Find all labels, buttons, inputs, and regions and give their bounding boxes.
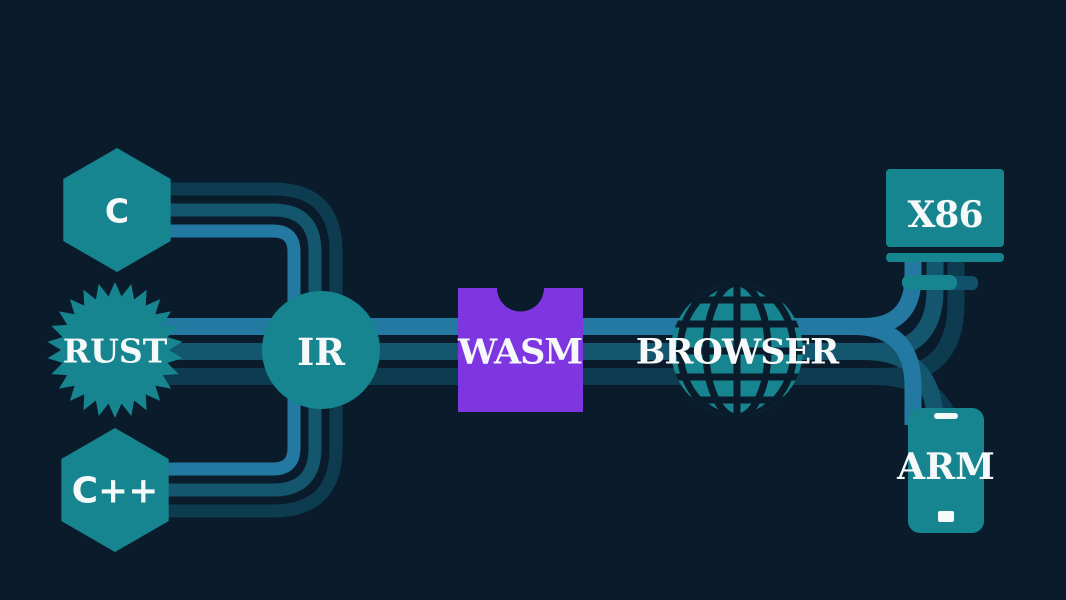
stripe-c-to-ir-dark	[140, 182, 343, 305]
stripe-main-to-arm-bright	[140, 318, 922, 425]
node-x86: X86	[886, 169, 1004, 290]
stripe-cpp-to-ir-bright	[140, 395, 301, 476]
c-hexagon-icon	[63, 148, 171, 272]
node-wasm: WASM	[457, 288, 583, 412]
node-browser: BROWSER	[636, 284, 841, 416]
phone-home-button	[938, 511, 954, 522]
node-c: C	[63, 148, 171, 272]
monitor-bottom-trim	[886, 253, 1004, 262]
stripe-cpp-to-ir-medium	[140, 395, 322, 497]
node-ir-label: IR	[297, 330, 345, 374]
arm-phone-icon	[908, 408, 984, 533]
node-rust-label: RUST	[63, 332, 168, 371]
node-arm: ARM	[896, 408, 995, 533]
rust-starburst-icon	[47, 282, 183, 418]
stripe-c-to-ir-medium	[140, 203, 322, 305]
wasm-notched-square-icon	[458, 288, 583, 412]
node-cpp-label: C++	[72, 471, 159, 512]
node-cpp: C++	[61, 428, 169, 552]
ir-circle-icon	[262, 291, 380, 409]
node-rust: RUST	[47, 282, 183, 418]
phone-speaker-slit	[934, 413, 958, 419]
node-c-label: C	[105, 192, 129, 231]
node-browser-label: BROWSER	[636, 332, 840, 373]
node-ir: IR	[262, 291, 380, 409]
node-arm-label: ARM	[896, 446, 995, 488]
x86-monitor-icon	[886, 169, 1004, 247]
monitor-stand-base	[902, 275, 957, 290]
cpp-hexagon-icon	[61, 428, 169, 552]
node-x86-label: X86	[907, 194, 982, 236]
stripe-cpp-to-ir-dark	[140, 395, 343, 518]
stripe-c-to-ir-bright	[140, 224, 301, 305]
node-wasm-label: WASM	[457, 332, 582, 373]
